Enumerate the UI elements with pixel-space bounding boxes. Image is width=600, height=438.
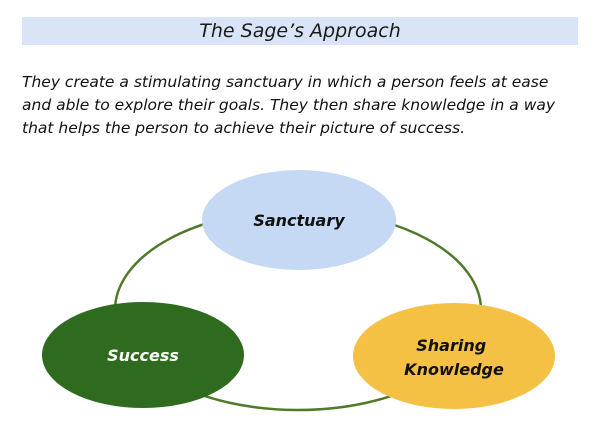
node-sharing-label-line-2: Knowledge	[404, 360, 504, 379]
node-success-label-line-1: Success	[107, 346, 179, 365]
node-sanctuary-label-line-1: Sanctuary	[253, 211, 345, 230]
page-title: The Sage’s Approach	[199, 20, 401, 42]
node-sharing-shape	[353, 303, 555, 409]
node-sharing-knowledge: Sharing Knowledge	[353, 303, 555, 409]
title-bar: The Sage’s Approach	[22, 17, 578, 45]
node-sanctuary-shape	[202, 170, 396, 270]
node-sanctuary-label: Sanctuary	[253, 211, 345, 230]
node-success-label: Success	[107, 346, 179, 365]
intro-line-2: and able to explore their goals. They th…	[22, 96, 556, 114]
node-sharing-label: Sharing Knowledge	[404, 336, 504, 379]
node-sharing-label-line-1: Sharing	[416, 336, 486, 355]
intro-line-3: that helps the person to achieve their p…	[22, 119, 466, 137]
intro-paragraph: They create a stimulating sanctuary in w…	[22, 71, 582, 140]
intro-line-1: They create a stimulating sanctuary in w…	[22, 73, 549, 91]
node-success: Success	[42, 302, 244, 408]
node-sanctuary: Sanctuary	[202, 170, 396, 270]
node-success-shape	[42, 302, 244, 408]
